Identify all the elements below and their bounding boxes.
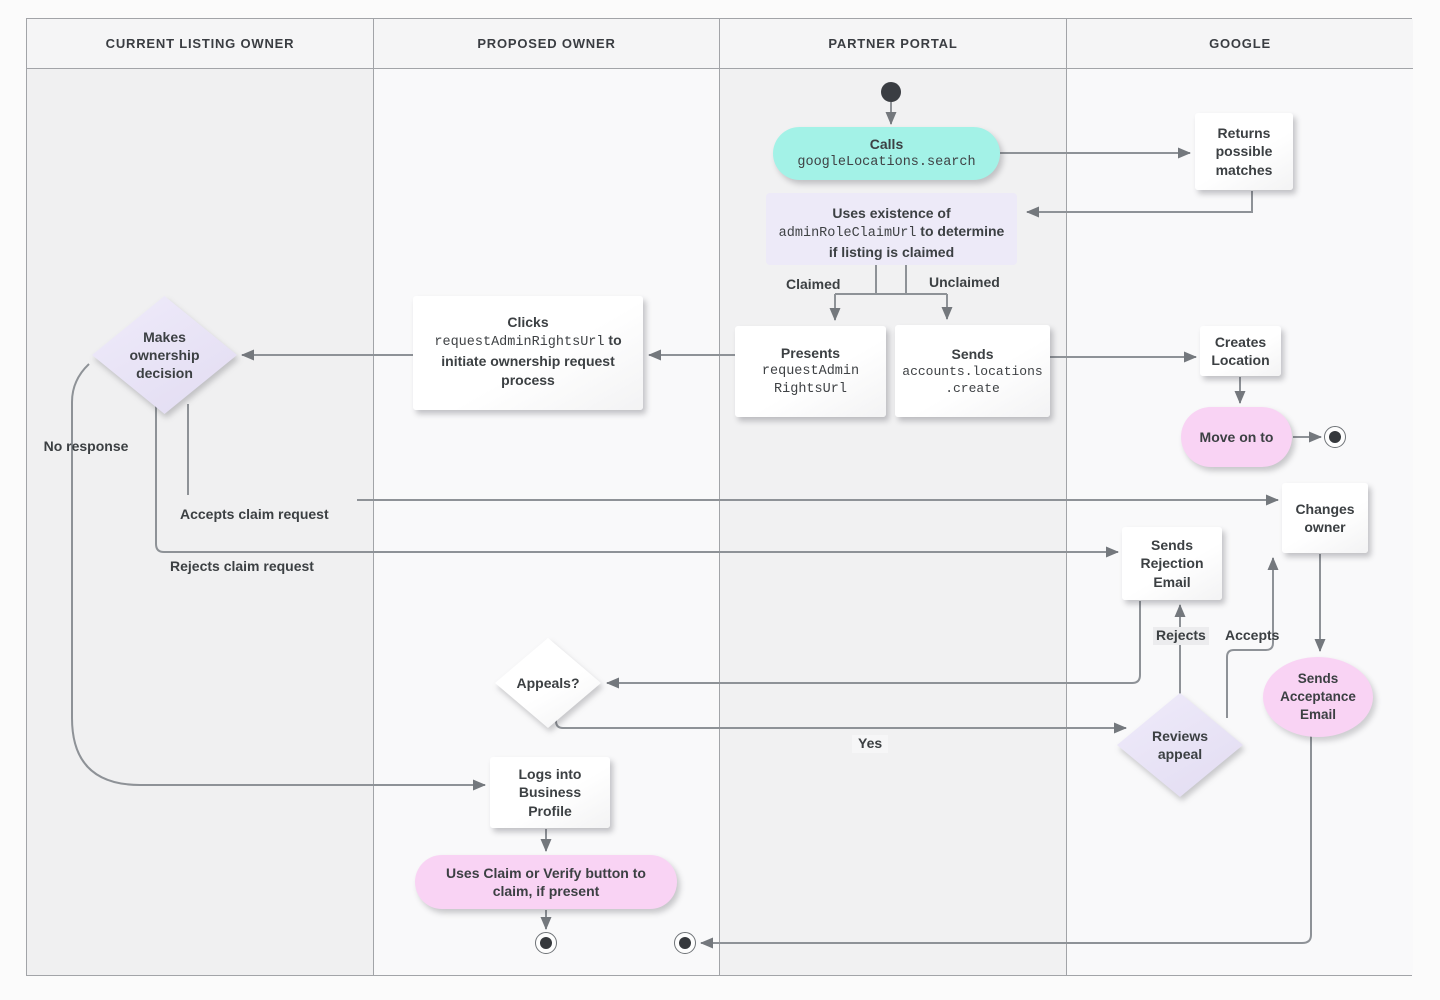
edge-label-yes: Yes: [852, 735, 889, 753]
node-makes-ownership-decision: Makes ownership decision: [92, 296, 237, 414]
node-changes-owner: Changes owner: [1282, 483, 1368, 553]
node-text: Uses existence of: [832, 205, 951, 221]
lane-current-listing-owner: CURRENT LISTING OWNER: [27, 19, 374, 975]
node-label: Returns possible matches: [1215, 124, 1273, 178]
end-node-partner-portal: [674, 932, 696, 954]
node-title: Calls: [869, 136, 904, 153]
node-uses-existence: Uses existence of adminRoleClaimUrl to d…: [766, 193, 1017, 265]
node-label: Makes ownership decision: [129, 328, 200, 382]
node-code-line: requestAdmin: [761, 363, 860, 379]
node-label: Creates Location: [1211, 333, 1270, 368]
lane-header-google: GOOGLE: [1067, 19, 1413, 69]
node-move-on-to: Move on to: [1181, 407, 1292, 467]
node-label: Sends Acceptance Email: [1280, 671, 1356, 722]
node-clicks-requestadminrightsurl: Clicks requestAdminRightsUrl to initiate…: [413, 296, 643, 410]
edge-label-no-response: No response: [43, 438, 129, 454]
start-node: [881, 82, 901, 102]
edge-label-unclaimed: Unclaimed: [929, 274, 1000, 290]
node-sends-accounts-locations-create: Sends accounts.locations .create: [895, 325, 1050, 417]
end-node-proposed-owner: [535, 932, 557, 954]
node-uses-claim-or-verify: Uses Claim or Verify button to claim, if…: [415, 855, 677, 909]
lane-header-partner-portal: PARTNER PORTAL: [720, 19, 1066, 69]
lane-header-proposed-owner: PROPOSED OWNER: [374, 19, 719, 69]
node-logs-into-business-profile: Logs into Business Profile: [490, 757, 610, 828]
node-presents-requestadminrightsurl: Presents requestAdmin RightsUrl: [735, 326, 886, 417]
node-calls-googlelocations-search: Calls googleLocations.search: [773, 127, 1000, 180]
lane-header-current-listing-owner: CURRENT LISTING OWNER: [27, 19, 373, 69]
node-reviews-appeal: Reviews appeal: [1117, 693, 1243, 797]
node-appeals: Appeals?: [495, 638, 601, 728]
node-code-line: RightsUrl: [774, 381, 847, 397]
edge-label-rejects: Rejects: [1153, 627, 1209, 645]
node-code: adminRoleClaimUrl: [778, 226, 917, 242]
node-code: googleLocations.search: [797, 154, 976, 170]
edge-label-accepts-claim-request: Accepts claim request: [180, 506, 329, 522]
node-label: Sends Rejection Email: [1140, 536, 1204, 590]
node-label: Appeals?: [516, 674, 580, 691]
lane-proposed-owner: PROPOSED OWNER: [374, 19, 720, 975]
end-node-google: [1324, 426, 1346, 448]
node-label: Logs into Business Profile: [518, 765, 582, 819]
edge-label-claimed: Claimed: [786, 276, 841, 292]
node-sends-rejection-email: Sends Rejection Email: [1122, 527, 1222, 600]
node-code-line: accounts.locations: [902, 364, 1043, 380]
node-label: Changes owner: [1295, 500, 1355, 535]
node-sends-acceptance-email: Sends Acceptance Email: [1263, 657, 1373, 737]
node-label: Move on to: [1199, 428, 1274, 445]
node-title: Clicks: [507, 314, 549, 330]
node-title: Sends: [951, 345, 994, 362]
node-text: to determine if listing is claimed: [828, 223, 1005, 261]
edge-label-accepts: Accepts: [1225, 627, 1280, 643]
edge-label-rejects-claim-request: Rejects claim request: [170, 558, 314, 574]
node-label: Reviews appeal: [1151, 727, 1209, 762]
node-creates-location: Creates Location: [1200, 326, 1281, 376]
node-label: Uses Claim or Verify button to claim, if…: [446, 864, 646, 899]
node-code-line: .create: [945, 381, 1000, 397]
node-text: to initiate ownership request process: [441, 332, 622, 388]
node-code: requestAdminRightsUrl: [434, 335, 605, 351]
node-returns-possible-matches: Returns possible matches: [1195, 113, 1293, 190]
node-title: Presents: [780, 345, 841, 362]
